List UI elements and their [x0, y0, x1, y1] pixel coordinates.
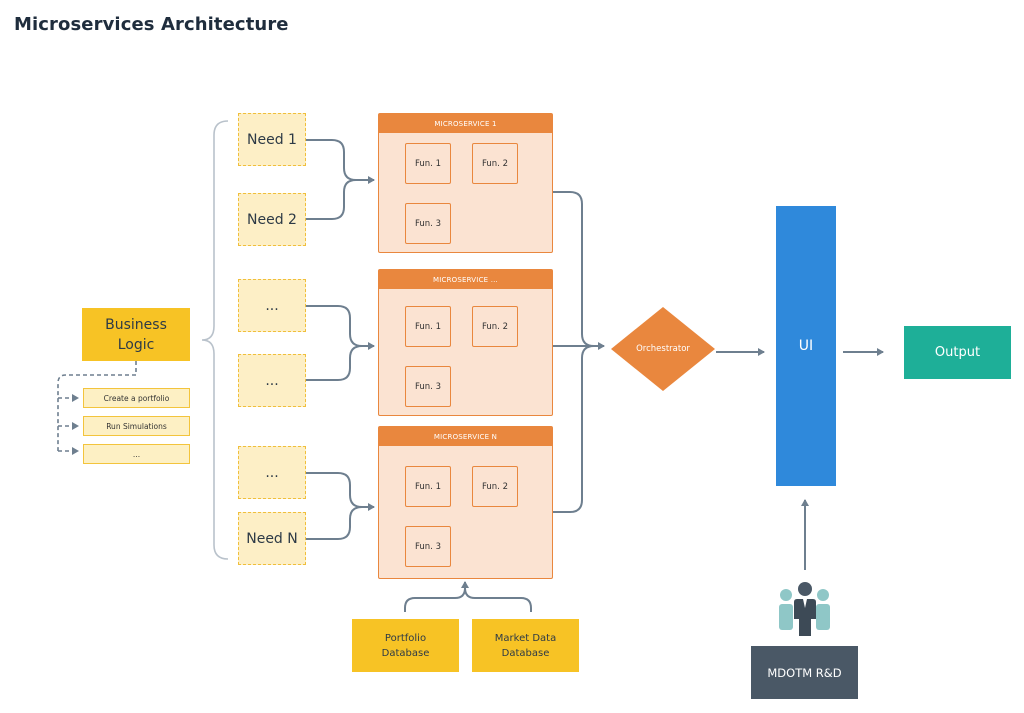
market-data-database: Market Data Database — [472, 619, 579, 672]
business-item-run-simulations: Run Simulations — [83, 416, 190, 436]
market-data-database-line1: Market Data — [494, 632, 557, 644]
function-box: Fun. 2 — [472, 143, 518, 184]
business-logic-label-1: Business — [105, 316, 167, 333]
need-ellipsis-2: ... — [238, 354, 306, 407]
output-box: Output — [904, 326, 1011, 379]
portfolio-database-line1: Portfolio — [384, 632, 427, 644]
need-ellipsis-3: ... — [238, 446, 306, 499]
function-box: Fun. 1 — [405, 143, 451, 184]
business-logic-box: Business Logic — [82, 308, 190, 361]
microservice-middle-header: MICROSERVICE ... — [379, 270, 552, 289]
portfolio-database: Portfolio Database — [352, 619, 459, 672]
microservice-n-header: MICROSERVICE N — [379, 427, 552, 446]
function-box: Fun. 1 — [405, 306, 451, 347]
microservice-1-header: MICROSERVICE 1 — [379, 114, 552, 133]
team-people-icon — [779, 582, 830, 636]
ui-box: UI — [776, 206, 836, 486]
orchestrator-label: Orchestrator — [636, 344, 690, 354]
business-item-more: ... — [83, 444, 190, 464]
function-box: Fun. 3 — [405, 526, 451, 567]
function-box: Fun. 2 — [472, 306, 518, 347]
need-ellipsis-1: ... — [238, 279, 306, 332]
function-box: Fun. 1 — [405, 466, 451, 507]
microservice-1: MICROSERVICE 1 Fun. 1 Fun. 2 Fun. 3 — [378, 113, 553, 253]
need-n: Need N — [238, 512, 306, 565]
function-box: Fun. 3 — [405, 366, 451, 407]
diagram-title: Microservices Architecture — [14, 14, 289, 35]
business-logic-label-2: Logic — [117, 336, 155, 353]
portfolio-database-line2: Database — [381, 647, 430, 659]
microservice-n: MICROSERVICE N Fun. 1 Fun. 2 Fun. 3 — [378, 426, 553, 579]
function-box: Fun. 3 — [405, 203, 451, 244]
need-2: Need 2 — [238, 193, 306, 246]
orchestrator-diamond — [611, 307, 715, 391]
business-item-create-portfolio: Create a portfolio — [83, 388, 190, 408]
function-box: Fun. 2 — [472, 466, 518, 507]
market-data-database-line2: Database — [501, 647, 550, 659]
microservice-middle: MICROSERVICE ... Fun. 1 Fun. 2 Fun. 3 — [378, 269, 553, 416]
team-box: MDOTM R&D — [751, 646, 858, 699]
need-1: Need 1 — [238, 113, 306, 166]
